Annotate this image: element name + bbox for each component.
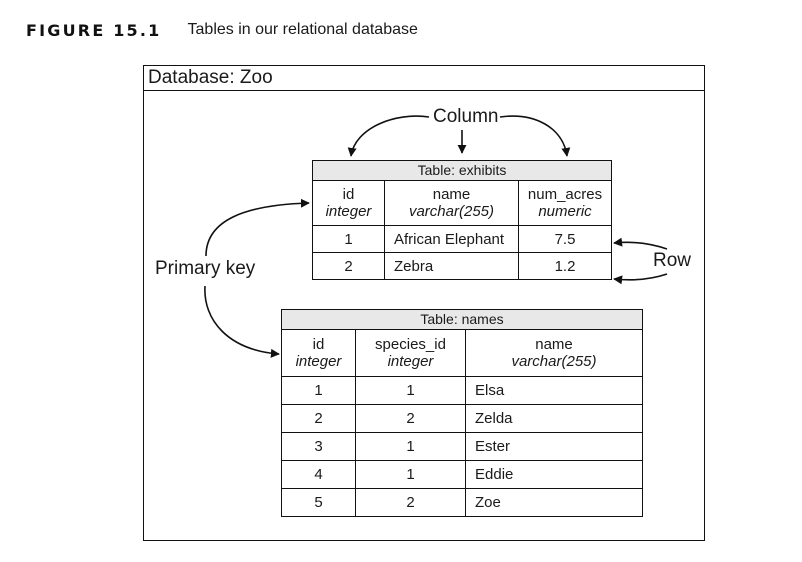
column-name: id — [312, 336, 325, 353]
table-row: 1 African Elephant 7.5 — [312, 225, 612, 253]
table-cell: 4 — [281, 460, 356, 489]
column-name: id — [342, 186, 355, 203]
column-type: integer — [295, 353, 342, 370]
column-name: species_id — [375, 336, 446, 353]
column-type: varchar(255) — [511, 353, 597, 370]
row-annotation-label: Row — [653, 250, 692, 271]
table-cell: 2 — [312, 252, 385, 280]
table-row: 2 2 Zelda — [281, 404, 643, 433]
exhibits-table-caption: Table: exhibits — [312, 160, 612, 181]
column-type: varchar(255) — [408, 203, 495, 220]
table-cell: Elsa — [465, 376, 643, 405]
table-cell: 1 — [312, 225, 385, 253]
table-cell: 2 — [355, 404, 466, 433]
table-cell: Eddie — [465, 460, 643, 489]
figure-caption: FIGURE 15.1 Tables in our relational dat… — [26, 18, 418, 42]
table-row: 3 1 Ester — [281, 432, 643, 461]
table-cell: Zoe — [465, 488, 643, 517]
figure-title: Tables in our relational database — [187, 21, 418, 38]
table-cell: 1 — [281, 376, 356, 405]
table-cell: 3 — [281, 432, 356, 461]
column-name: name — [432, 186, 471, 203]
table-cell: African Elephant — [384, 225, 519, 253]
column-annotation-label: Column — [433, 106, 499, 127]
database-label: Database: Zoo — [148, 67, 273, 88]
table-cell: 1 — [355, 460, 466, 489]
table-cell: 2 — [355, 488, 466, 517]
table-cell: 5 — [281, 488, 356, 517]
table-cell: 1 — [355, 432, 466, 461]
table-cell: Zebra — [384, 252, 519, 280]
table-row: 4 1 Eddie — [281, 460, 643, 489]
column-type: integer — [325, 203, 372, 220]
column-name: name — [535, 336, 573, 353]
table-cell: 7.5 — [518, 225, 612, 253]
table-cell: Zelda — [465, 404, 643, 433]
table-row: 1 1 Elsa — [281, 376, 643, 405]
table-cell: 2 — [281, 404, 356, 433]
figure-number: FIGURE 15.1 — [26, 20, 162, 40]
database-header: Database: Zoo — [144, 66, 704, 91]
table-cell: 1 — [355, 376, 466, 405]
column-name: num_acres — [527, 186, 603, 203]
table-row: 2 Zebra 1.2 — [312, 252, 612, 280]
table-cell: 1.2 — [518, 252, 612, 280]
database-box: Database: Zoo — [143, 65, 705, 541]
names-table-caption: Table: names — [281, 309, 643, 330]
table-row: 5 2 Zoe — [281, 488, 643, 517]
primary-key-annotation-label: Primary key — [155, 258, 256, 279]
column-type: numeric — [538, 203, 592, 220]
column-type: integer — [387, 353, 434, 370]
table-cell: Ester — [465, 432, 643, 461]
